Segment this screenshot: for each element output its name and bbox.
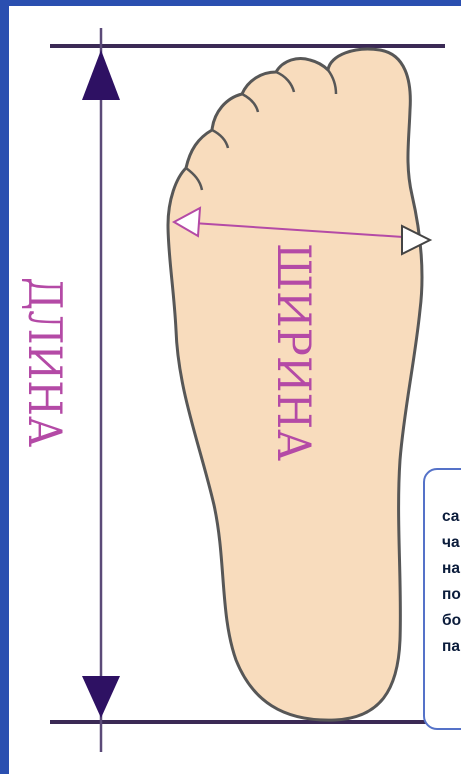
length-arrowhead-bottom-icon	[82, 676, 120, 718]
width-label: ШИРИНА	[267, 243, 321, 461]
length-arrowhead-top-icon	[82, 50, 120, 100]
callout-line: па	[442, 634, 461, 660]
callout-box: са ча на по бо па	[423, 468, 461, 730]
callout-line: по	[442, 582, 461, 608]
length-label: ДЛИНА	[18, 277, 72, 447]
callout-line: са	[442, 504, 461, 530]
callout-line: на	[442, 556, 461, 582]
callout-line: бо	[442, 608, 461, 634]
callout-line: ча	[442, 530, 461, 556]
